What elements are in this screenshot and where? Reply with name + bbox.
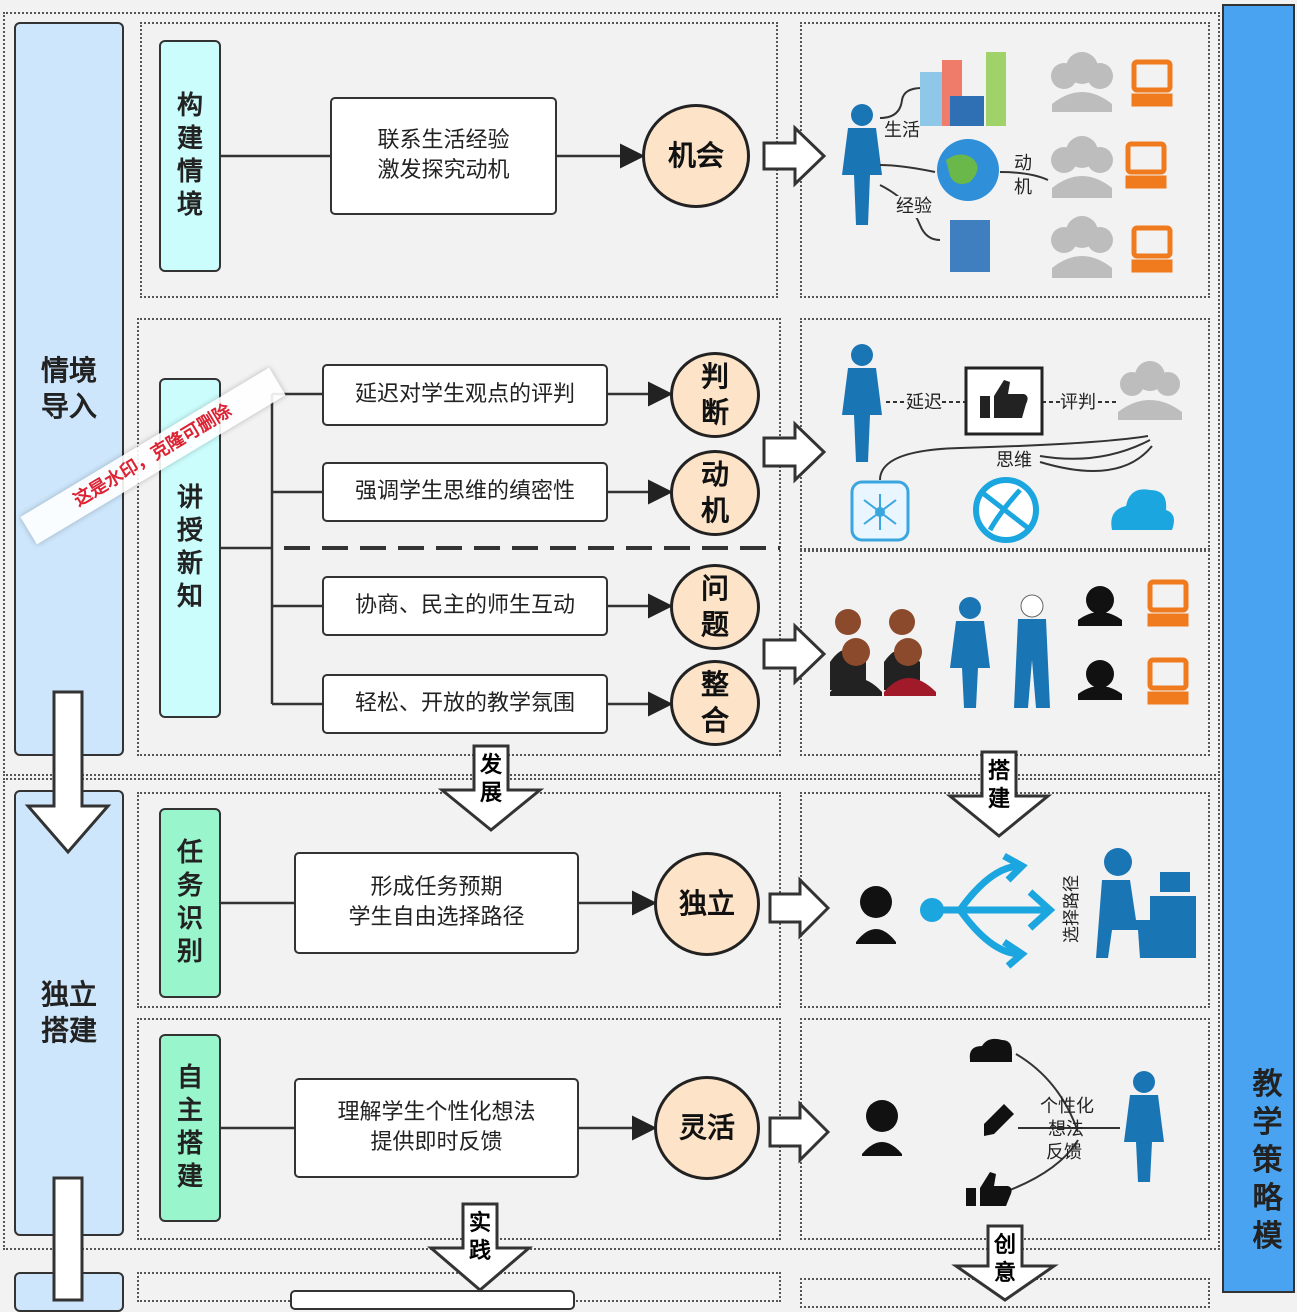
stage-independent-build: 独立 搭建 (14, 790, 124, 1236)
label-experience: 经验 (896, 196, 932, 218)
sidebar-title: 教学策略模 (1252, 1067, 1283, 1254)
strategy-model-sidebar: 教学策略模 (1222, 4, 1295, 1293)
outcome-question-label: 问题 (700, 572, 729, 641)
phase-task-identify-label: 任务识别 (176, 838, 203, 967)
step-democratic-interaction: 协商、民主的师生互动 (322, 576, 608, 636)
hollow-arrow-5 (768, 1100, 831, 1164)
outcome-flexibility-label: 灵活 (678, 1111, 735, 1144)
students-group-icon (1051, 52, 1113, 278)
transition-arrow-practice (426, 1202, 534, 1292)
label-delay: 延迟 (906, 392, 942, 414)
step-bottom-partial (290, 1290, 575, 1310)
phase-task-identify: 任务识别 (159, 808, 221, 998)
stage-context-intro: 情境 导入 (14, 22, 124, 756)
phase-self-build-label: 自主搭建 (176, 1063, 203, 1192)
computer-icon (1125, 59, 1173, 273)
smile-face-icon (1078, 586, 1122, 700)
down-arrow-left-2 (52, 1176, 84, 1302)
students-group-icon (830, 609, 936, 696)
step-delay-judgment: 延迟对学生观点的评判 (322, 364, 608, 426)
outcome-opportunity: 机会 (642, 104, 750, 208)
transition-arrow-build (945, 750, 1053, 838)
transition-arrow-develop (437, 744, 545, 832)
hollow-arrow-4 (768, 876, 831, 940)
smile-face-icon (862, 1100, 902, 1156)
label-choose-path: 选择路径 (1062, 875, 1082, 943)
teacher-icon (842, 104, 882, 225)
outcome-question: 问题 (670, 564, 760, 650)
phase-construct-context: 构建情境 (159, 40, 221, 272)
smile-face-icon (856, 886, 896, 944)
outcome-integration: 整合 (670, 660, 760, 746)
down-arrow-left-1 (24, 690, 112, 855)
thumbs-up-box (964, 366, 1044, 436)
network-icon (850, 480, 910, 542)
label-motive: 动机 (1014, 153, 1032, 198)
outcome-motivation-label: 动机 (700, 458, 729, 527)
transition-creative-label: 创意 (993, 1233, 1016, 1286)
frame-upper (3, 12, 1220, 776)
globe-icon (937, 139, 999, 201)
hollow-arrow-2 (762, 420, 827, 484)
label-feedback: 反馈 (1046, 1142, 1082, 1163)
label-evaluate: 评判 (1060, 392, 1096, 414)
transition-build-label: 搭建 (987, 759, 1010, 812)
outcome-judgment: 判断 (670, 352, 760, 438)
cloud-icon (969, 1038, 1012, 1062)
label-idea: 想法 (1048, 1119, 1084, 1140)
transition-practice-label: 实践 (468, 1211, 491, 1264)
transition-arrow-creative (951, 1224, 1059, 1302)
thumbs-up-icon (980, 380, 1028, 418)
pencil-icon (984, 1104, 1014, 1136)
hollow-arrow-3 (762, 622, 827, 686)
outcome-independence-label: 独立 (678, 887, 735, 920)
outcome-flexibility: 灵活 (654, 1076, 760, 1180)
outcome-integration-label: 整合 (700, 668, 729, 737)
label-personal: 个性化 (1040, 1096, 1094, 1117)
outcome-judgment-label: 判断 (700, 360, 729, 429)
label-thinking: 思维 (996, 450, 1032, 472)
step-task-expectation: 形成任务预期 学生自由选择路径 (294, 852, 579, 954)
cloud-icon (1111, 489, 1174, 530)
stage-context-intro-label: 情境 导入 (40, 354, 97, 423)
transition-develop-label: 发展 (479, 753, 502, 806)
step-instant-feedback: 理解学生个性化想法 提供即时反馈 (294, 1078, 579, 1178)
path-arrow-icon (934, 852, 1056, 969)
step-connect-life: 联系生活经验 激发探究动机 (330, 97, 557, 215)
outcome-motivation: 动机 (670, 450, 760, 536)
outcome-opportunity-label: 机会 (667, 139, 724, 172)
thumbs-up-icon (966, 1172, 1012, 1206)
outcome-independence: 独立 (654, 852, 760, 956)
phase-teach-new-label: 讲授新知 (176, 483, 203, 612)
desk-worker-icon (1096, 848, 1196, 958)
frame-lower (3, 778, 1220, 1250)
step-rigorous-thinking: 强调学生思维的缜密性 (322, 462, 608, 522)
panel-lecture (137, 318, 781, 756)
buildings-icon (920, 52, 1006, 272)
globe-network-icon (973, 477, 1039, 543)
step-open-atmosphere: 轻松、开放的教学氛围 (322, 674, 608, 734)
hollow-arrow-1 (762, 124, 827, 188)
phase-construct-context-label: 构建情境 (176, 91, 203, 220)
label-life: 生活 (884, 120, 920, 142)
stage-independent-build-label: 独立 搭建 (40, 978, 97, 1047)
phase-self-build: 自主搭建 (159, 1034, 221, 1222)
